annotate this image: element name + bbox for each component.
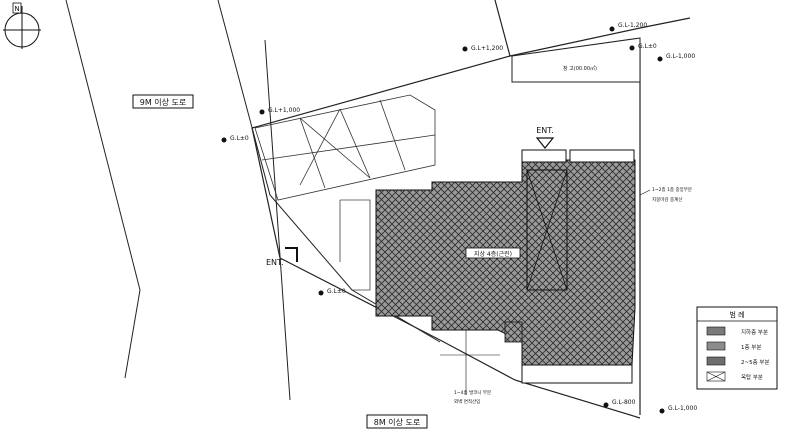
lot-boundary bbox=[251, 0, 691, 419]
right-note: 1~2층 1층 중앙부분 지붕마감 중계선 bbox=[639, 186, 692, 203]
level-7: G.L±0 bbox=[327, 288, 346, 295]
level-5: G.L+1,000 bbox=[268, 107, 300, 114]
legend-title: 범 례 bbox=[729, 310, 744, 319]
right-note-line2: 지붕마감 중계선 bbox=[652, 196, 682, 203]
compass-label: N bbox=[14, 5, 19, 13]
right-note-line1: 1~2층 1층 중앙부분 bbox=[652, 186, 692, 193]
main-building: 지상 4층(근린) bbox=[375, 149, 636, 384]
legend-swatch-rooftop bbox=[706, 371, 726, 382]
legend-item-4: 옥탑 부분 bbox=[741, 373, 763, 381]
level-markers: G.L-1,200 G.L+1,200 G.L±0 G.L-1,000 G.L+… bbox=[221, 22, 697, 414]
left-road-text: 9M 이상 도로 bbox=[140, 97, 187, 107]
level-1: G.L-1,200 bbox=[618, 22, 647, 29]
bottom-road-label: 8M 이상 도로 bbox=[366, 414, 428, 429]
bottom-note-line1: 1~4층 발코니 부분 bbox=[454, 389, 491, 396]
level-2: G.L+1,200 bbox=[471, 45, 503, 52]
legend-item-3: 2~5층 부분 bbox=[741, 358, 770, 366]
legend-swatch-basement bbox=[706, 326, 726, 336]
annex-label: 창 고(00.00㎡) bbox=[563, 65, 597, 72]
entrance-left-arrow-icon bbox=[285, 247, 298, 262]
entrance-left-label: ENT. bbox=[266, 258, 284, 267]
legend-item-1: 지하층 부분 bbox=[741, 328, 768, 336]
level-3: G.L±0 bbox=[638, 43, 657, 50]
legend-item-2: 1층 부분 bbox=[741, 343, 761, 351]
legend: 범 례 지하층 부분 1층 부분 2~5층 부분 옥탑 부분 bbox=[696, 306, 778, 390]
entrance-left: ENT. bbox=[266, 247, 298, 267]
level-8: G.L-800 bbox=[612, 399, 636, 406]
legend-swatch-upper-floors bbox=[706, 356, 726, 366]
building-center-label: 지상 4층(근린) bbox=[474, 250, 512, 258]
annex-building: 창 고(00.00㎡) bbox=[511, 37, 641, 83]
ground-floor-outline bbox=[339, 199, 371, 291]
north-compass-icon: N bbox=[3, 2, 41, 49]
entrance-arrow-icon bbox=[535, 137, 555, 149]
parking-area bbox=[254, 94, 436, 201]
level-9: G.L-1,000 bbox=[668, 405, 697, 412]
level-6: G.L±0 bbox=[230, 135, 249, 142]
legend-swatch-first-floor bbox=[706, 341, 726, 351]
bottom-road-text: 8M 이상 도로 bbox=[374, 417, 421, 427]
entrance-top: ENT. bbox=[535, 126, 555, 149]
bottom-note: 1~4층 발코니 부분 외벽 면적산입 bbox=[440, 330, 500, 405]
entrance-top-label: ENT. bbox=[536, 126, 554, 135]
level-4: G.L-1,000 bbox=[666, 53, 695, 60]
bottom-note-line2: 외벽 면적산입 bbox=[454, 398, 480, 405]
left-road-label: 9M 이상 도로 bbox=[132, 94, 194, 109]
